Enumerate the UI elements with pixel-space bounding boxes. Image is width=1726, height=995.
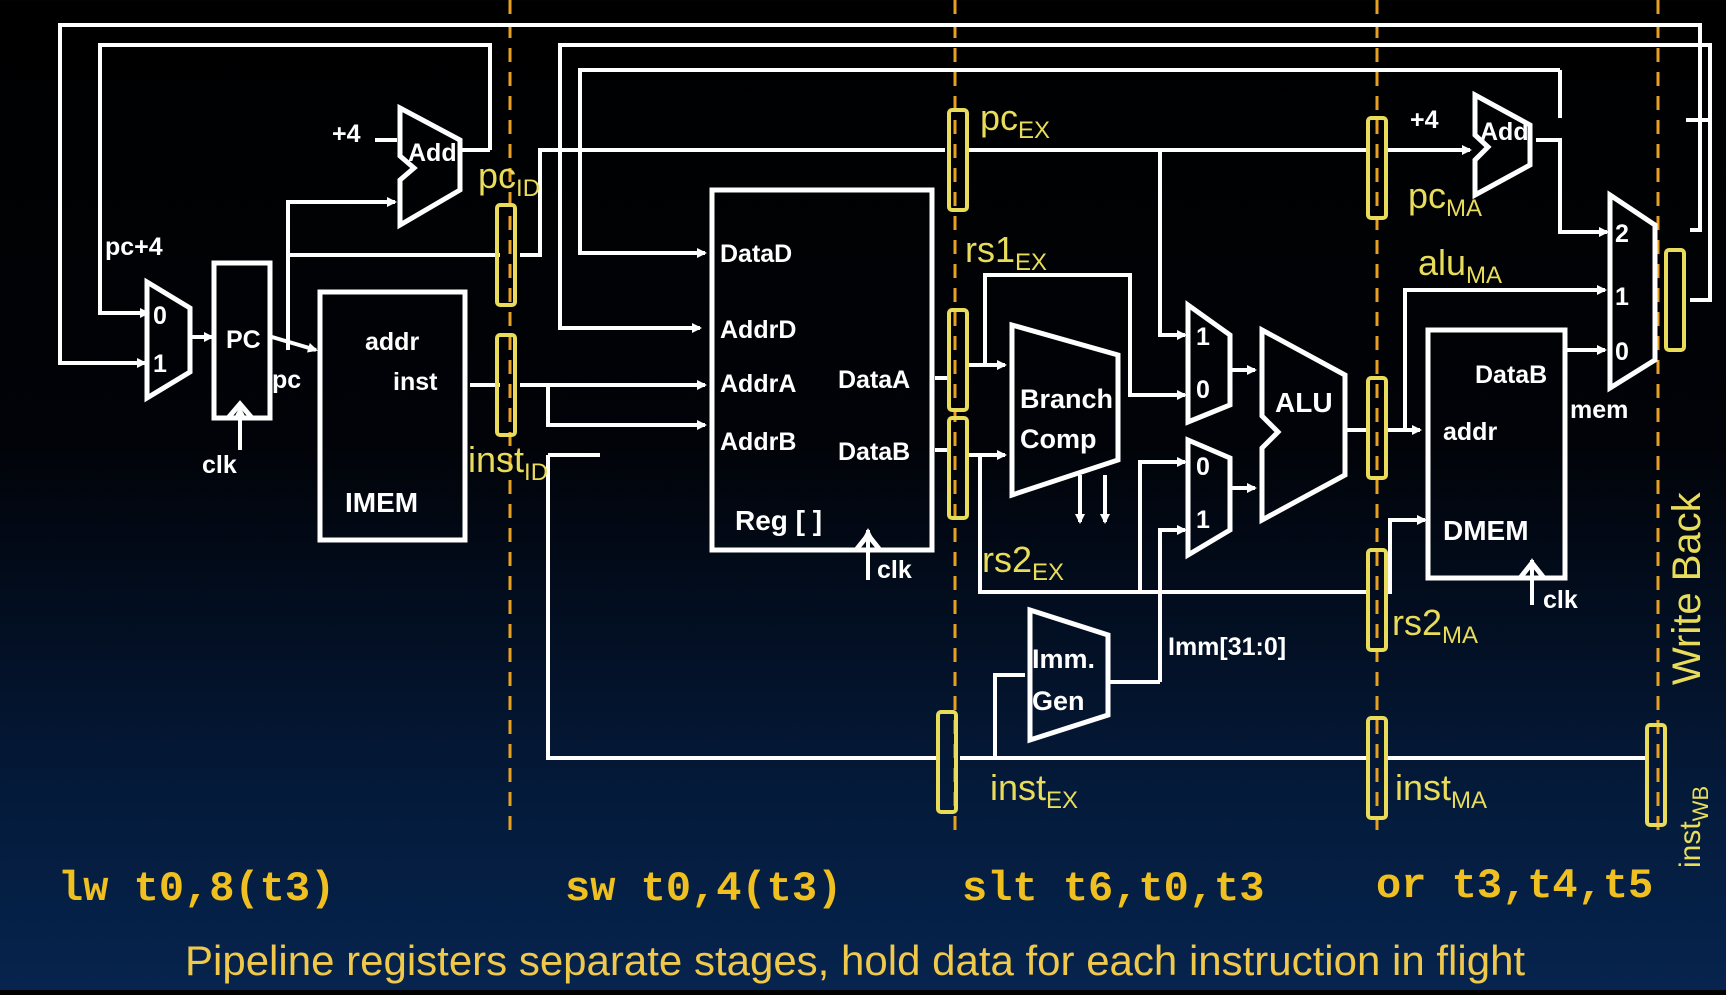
mux-a <box>1185 300 1233 426</box>
alu-label: ALU <box>1275 387 1333 418</box>
reg-addra-label: AddrA <box>720 370 796 398</box>
branch-comp <box>1009 321 1121 499</box>
imm-gen <box>1027 606 1111 744</box>
mux-b-in1: 1 <box>1196 506 1210 534</box>
rs1-ex-label: rs1EX <box>965 229 1047 276</box>
imem-label: IMEM <box>345 487 418 518</box>
rs2-ex-label: rs2EX <box>982 539 1064 586</box>
pipe-reg-rs2-ex <box>947 416 969 520</box>
reg-addrd-label: AddrD <box>720 316 796 344</box>
mux-pc <box>144 277 193 403</box>
mux-b-in0: 0 <box>1196 453 1210 481</box>
mux-pc-in0: 0 <box>153 302 167 330</box>
imm-label-1: Imm. <box>1032 644 1095 674</box>
pipe-reg-pc-ex <box>947 108 969 212</box>
caption: Pipeline registers separate stages, hold… <box>185 937 1525 984</box>
pipe-reg-inst-ma <box>1366 716 1388 820</box>
pipe-reg-pc-ma <box>1366 116 1388 220</box>
imem-inst-label: inst <box>393 368 438 396</box>
pipe-reg-mem-wb <box>1664 248 1686 352</box>
wires <box>58 23 1712 760</box>
mux-wb-in1: 1 <box>1615 283 1629 311</box>
inst-ma-label: instMA <box>1395 767 1487 814</box>
mux-a-in0: 0 <box>1196 376 1210 404</box>
alu-block <box>1259 325 1348 525</box>
add-label-if: Add <box>408 139 457 167</box>
dmem-label: DMEM <box>1443 515 1529 546</box>
instruction-ma: or t3,t4,t5 <box>1376 862 1653 910</box>
write-back-label: Write Back <box>1665 491 1709 685</box>
imm-bus-label: Imm[31:0] <box>1168 633 1286 661</box>
pipeline-labels: pcID instID pcEX rs1EX rs2EX instEX pcMA… <box>468 97 1713 868</box>
pipe-reg-rs1-ex <box>947 308 969 412</box>
plus4-label-if: +4 <box>332 120 361 148</box>
inst-wb-label: instWB <box>1674 786 1713 868</box>
pc-id-label: pcID <box>478 155 540 202</box>
add-label-ma: Add <box>1480 118 1529 146</box>
pc-ma-label: pcMA <box>1408 175 1482 222</box>
mem-label: mem <box>1570 396 1628 424</box>
pipe-reg-pc-id <box>495 203 517 307</box>
imm-label-2: Gen <box>1032 686 1085 716</box>
mux-wb-in0: 0 <box>1615 338 1629 366</box>
adder-ma <box>1472 90 1533 200</box>
reg-addrb-label: AddrB <box>720 428 796 456</box>
instruction-id: sw t0,4(t3) <box>565 865 842 913</box>
imem-addr-label: addr <box>365 328 419 356</box>
mux-a-in1: 1 <box>1196 323 1210 351</box>
inst-id-label: instID <box>468 439 548 486</box>
mux-pc-in1: 1 <box>153 350 167 378</box>
inst-ex-label: instEX <box>990 767 1078 814</box>
pipe-reg-inst-wb <box>1645 723 1667 827</box>
pc-register <box>211 260 273 421</box>
pc-ex-label: pcEX <box>980 97 1050 144</box>
alu-ma-label: aluMA <box>1418 242 1502 289</box>
regfile-block <box>709 187 935 553</box>
instruction-row: lw t0,8(t3) sw t0,4(t3) slt t6,t0,t3 or … <box>58 862 1653 913</box>
instruction-ex: slt t6,t0,t3 <box>962 865 1264 913</box>
clk-label-reg: clk <box>877 556 912 584</box>
mux-wb <box>1607 190 1658 393</box>
pipeline-registers <box>495 108 1686 827</box>
pc-out-label: pc <box>272 366 301 394</box>
pc-plus4-label: pc+4 <box>105 233 163 261</box>
dmem-block <box>1425 327 1568 581</box>
mux-wb-in2: 2 <box>1615 220 1629 248</box>
clk-label-pc: clk <box>202 451 237 479</box>
pipe-reg-inst-ex <box>936 710 958 814</box>
plus4-label-ma: +4 <box>1410 106 1439 134</box>
reg-datab-label: DataB <box>838 438 910 466</box>
pc-label: PC <box>226 326 261 354</box>
branch-label-2: Comp <box>1020 424 1097 454</box>
rs2-ma-label: rs2MA <box>1392 602 1478 649</box>
mux-b <box>1185 436 1233 560</box>
reg-dataa-label: DataA <box>838 366 910 394</box>
branch-label-1: Branch <box>1020 384 1113 414</box>
component-labels: pc+4 +4 Add 0 1 PC pc clk addr inst IMEM… <box>105 106 1629 716</box>
adder-if <box>397 103 463 230</box>
dmem-addr-label: addr <box>1443 418 1497 446</box>
pipe-reg-inst-id <box>495 333 517 437</box>
pipe-reg-rs2-ma <box>1366 548 1388 652</box>
clk-label-dmem: clk <box>1543 586 1578 614</box>
pipe-reg-alu-ma <box>1366 376 1388 480</box>
dmem-datab-label: DataB <box>1475 361 1547 389</box>
reg-title: Reg [ ] <box>735 505 822 536</box>
components <box>144 90 1658 744</box>
imem-block <box>317 289 468 543</box>
instruction-if: lw t0,8(t3) <box>58 865 335 913</box>
reg-datad-label: DataD <box>720 240 792 268</box>
